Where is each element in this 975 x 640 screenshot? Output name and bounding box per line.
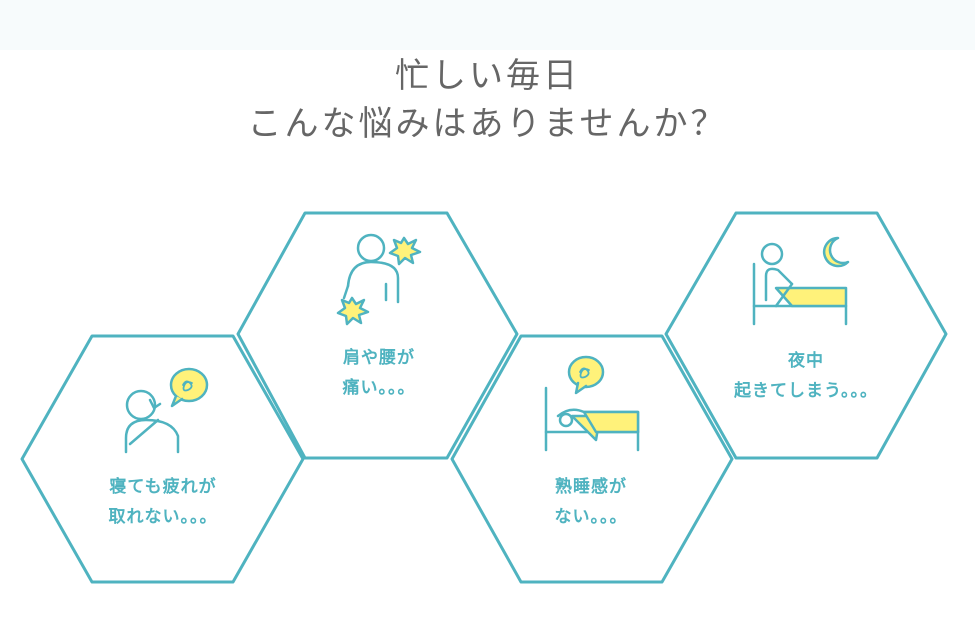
heading-line-2: こんな悩みはありませんか？ xyxy=(247,104,728,144)
problem-1-line-2: 取れない。。。 xyxy=(108,507,218,527)
hexagon-4 xyxy=(664,211,948,460)
top-band xyxy=(0,0,975,50)
hexagon-3 xyxy=(450,334,734,584)
section-heading: 忙しい毎日 こんな悩みはありませんか？ xyxy=(0,52,975,148)
hexagon-1 xyxy=(20,334,305,584)
problem-2-line-1: 肩や腰が xyxy=(343,348,415,368)
tired-person-icon xyxy=(124,367,209,454)
problem-4-line-2: 起きてしまう。。。 xyxy=(734,381,878,401)
problem-card-3: 熟睡感が ない。。。 xyxy=(488,472,694,532)
back-pain-icon xyxy=(336,233,422,326)
problem-2-line-2: 痛い。。。 xyxy=(342,378,416,398)
problem-3-line-1: 熟睡感が xyxy=(555,477,627,497)
problem-card-4: 夜中 起きてしまう。。。 xyxy=(703,346,909,406)
heading-line-1: 忙しい毎日 xyxy=(395,56,580,96)
problem-3-line-2: ない。。。 xyxy=(554,507,628,527)
hexagon-2 xyxy=(236,211,519,460)
problem-1-line-1: 寝ても疲れが xyxy=(109,477,217,497)
restless-bed-icon xyxy=(544,355,640,452)
problem-card-2: 肩や腰が 痛い。。。 xyxy=(276,343,482,403)
problem-4-line-1: 夜中 xyxy=(788,351,824,371)
problem-card-1: 寝ても疲れが 取れない。。。 xyxy=(60,472,266,532)
night-waking-icon xyxy=(752,236,850,326)
